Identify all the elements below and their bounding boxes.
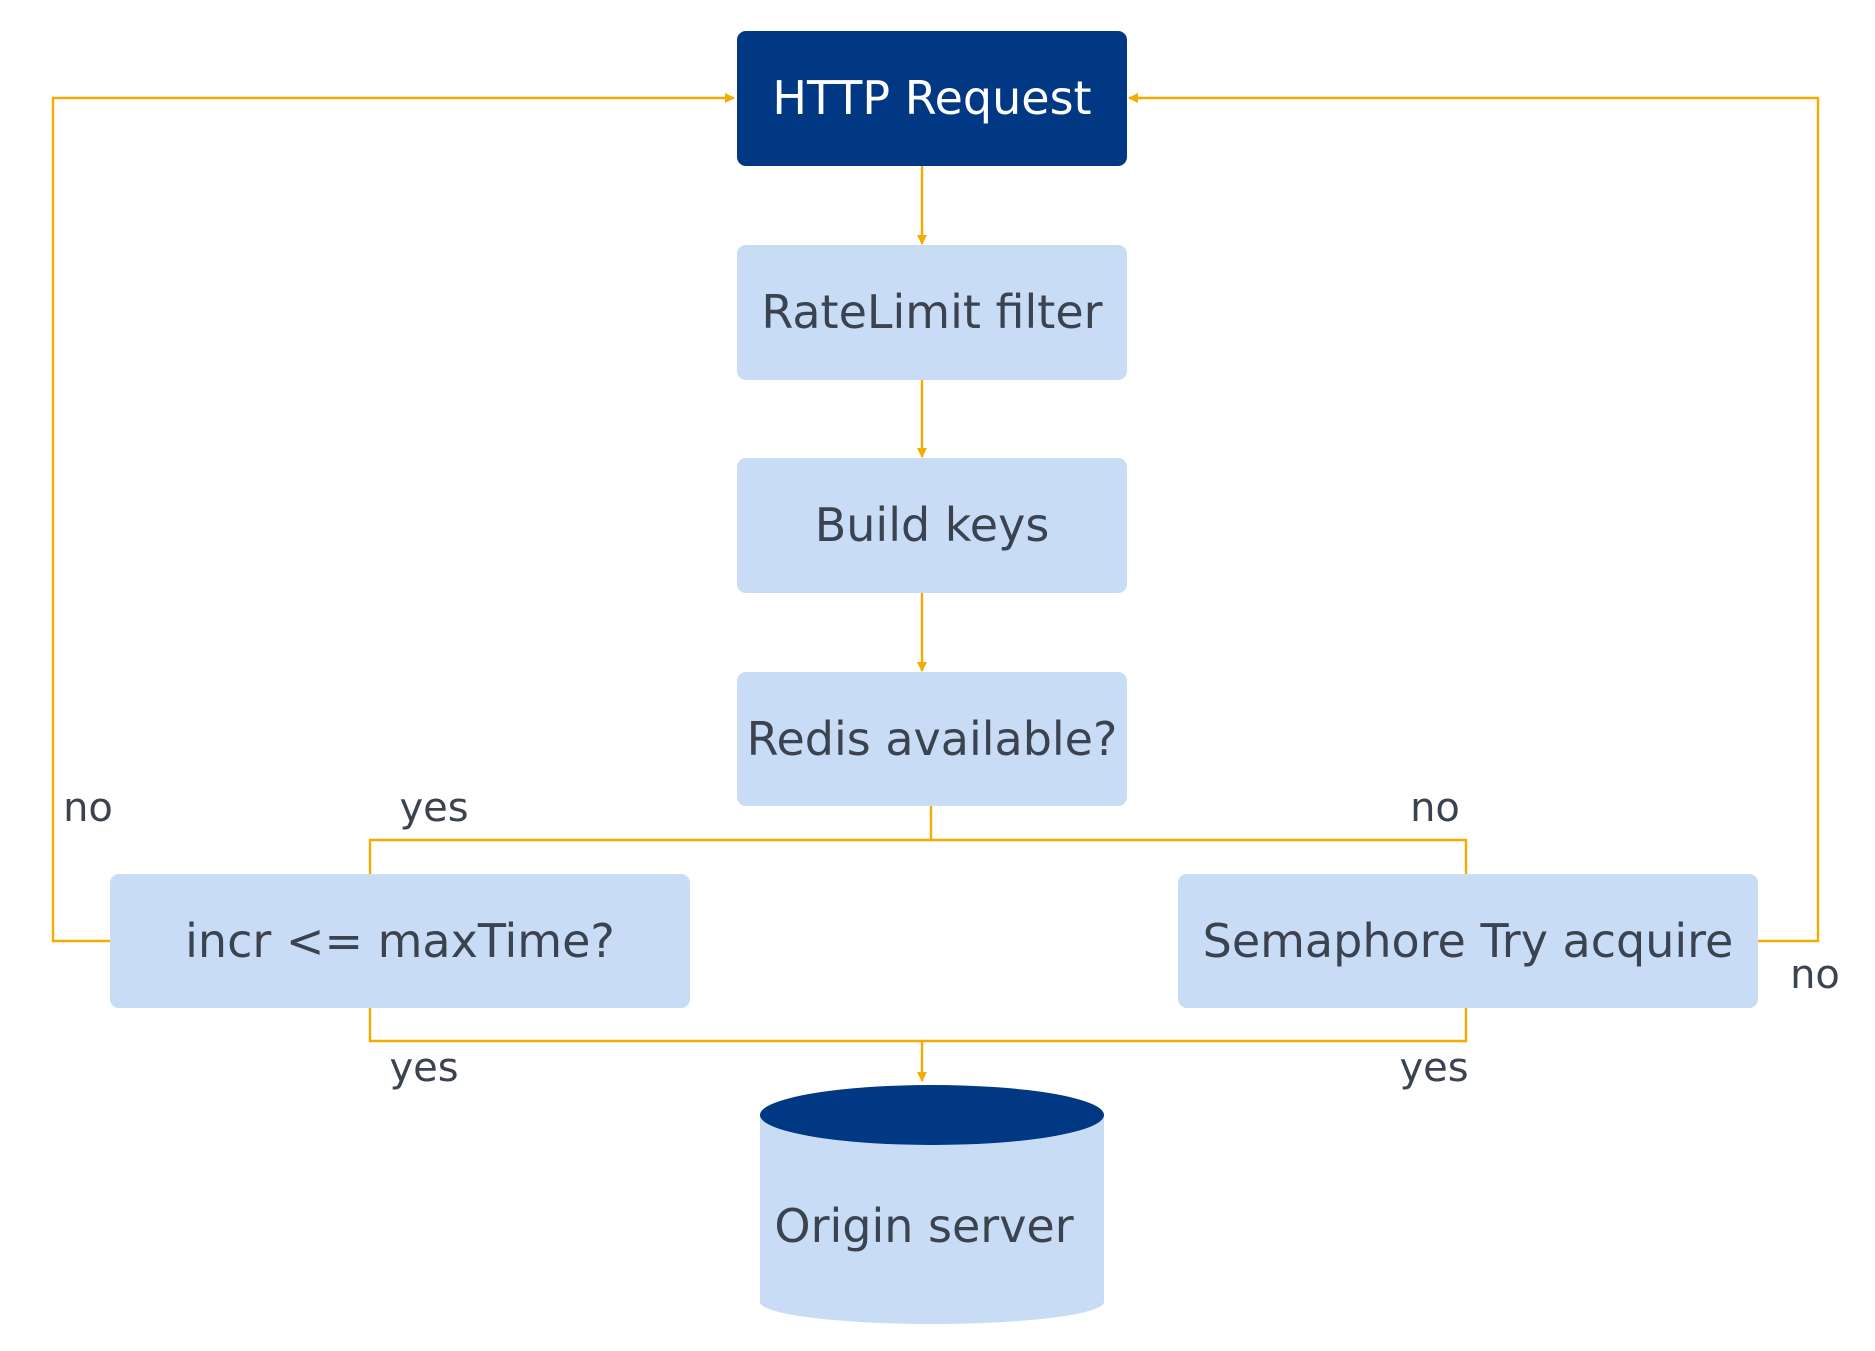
edge-semaphore-no-to-http xyxy=(1128,93,1820,943)
node-origin-server-label: Origin server xyxy=(774,1199,1073,1253)
label-incr-no: no xyxy=(63,785,113,831)
node-http-request: HTTP Request xyxy=(737,31,1127,166)
node-incr-check-label: incr <= maxTime? xyxy=(185,914,615,968)
label-redis-no: no xyxy=(1410,785,1460,831)
node-incr-check: incr <= maxTime? xyxy=(110,874,690,1008)
node-semaphore: Semaphore Try acquire xyxy=(1178,874,1758,1008)
node-http-request-label: HTTP Request xyxy=(772,71,1091,125)
edge-incr-no-to-http xyxy=(51,93,735,943)
node-redis-available-label: Redis available? xyxy=(747,712,1118,766)
label-redis-yes: yes xyxy=(399,785,468,831)
edge-redis-no-to-semaphore xyxy=(931,838,1471,884)
node-ratelimit-filter: RateLimit filter xyxy=(737,245,1127,380)
database-icon xyxy=(760,1085,1104,1145)
node-semaphore-label: Semaphore Try acquire xyxy=(1203,914,1734,968)
label-semaphore-no: no xyxy=(1790,952,1840,998)
edge-labels: yes no no no yes yes xyxy=(63,785,1840,1091)
node-origin-server: Origin server xyxy=(760,1085,1104,1324)
connectors xyxy=(51,93,1820,1082)
node-build-keys-label: Build keys xyxy=(815,498,1050,552)
label-incr-yes: yes xyxy=(389,1045,458,1091)
node-build-keys: Build keys xyxy=(737,458,1127,593)
node-ratelimit-filter-label: RateLimit filter xyxy=(761,285,1102,339)
node-redis-available: Redis available? xyxy=(737,672,1127,806)
edge-redis-yes-to-incr xyxy=(365,838,931,884)
label-semaphore-yes: yes xyxy=(1399,1045,1468,1091)
edge-semaphore-yes-to-origin xyxy=(922,1008,1468,1043)
edge-incr-yes-to-origin xyxy=(368,1008,927,1082)
